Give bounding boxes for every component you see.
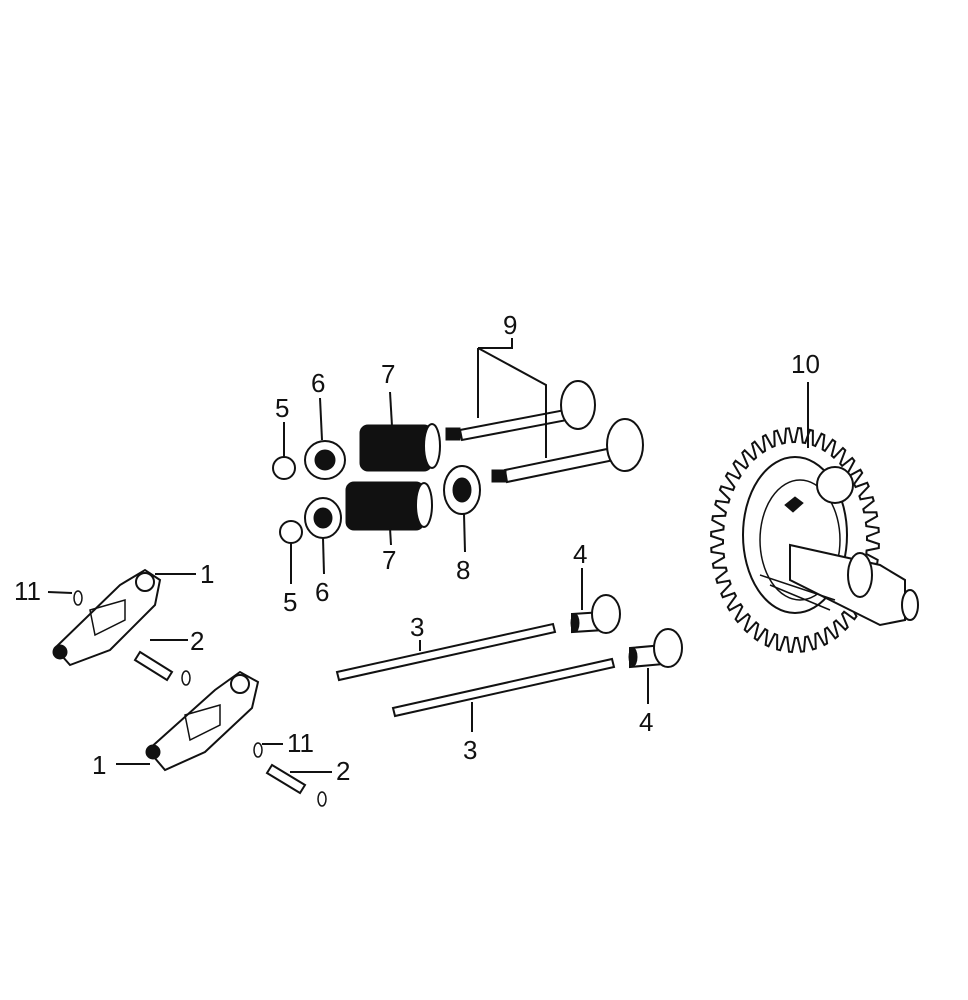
valve-cap-upper bbox=[272, 456, 296, 480]
rocker-arm-lower bbox=[145, 670, 260, 772]
valve-cap-lower bbox=[279, 520, 303, 544]
callout-2: 2 bbox=[336, 756, 350, 786]
callout-6: 6 bbox=[315, 577, 329, 607]
spring-retainer-upper bbox=[304, 440, 346, 480]
tappet-upper bbox=[570, 594, 621, 634]
callout-5: 5 bbox=[283, 587, 297, 617]
leader-lines bbox=[47, 338, 809, 773]
rocker-pivot-upper bbox=[133, 650, 174, 682]
callout-7: 7 bbox=[381, 359, 395, 389]
pushrod-lower bbox=[391, 657, 616, 718]
valve-upper bbox=[445, 380, 596, 442]
pushrod-upper bbox=[335, 622, 557, 682]
valve-stem-seal bbox=[443, 465, 481, 515]
callout-1: 1 bbox=[200, 559, 214, 589]
o-rings bbox=[73, 590, 327, 807]
callout-7: 7 bbox=[382, 545, 396, 575]
callout-10: 10 bbox=[791, 349, 820, 379]
callout-4: 4 bbox=[639, 707, 653, 737]
callout-4: 4 bbox=[573, 539, 587, 569]
spring-retainer-lower bbox=[304, 497, 342, 539]
callout-11: 11 bbox=[287, 728, 314, 758]
callout-11: 11 bbox=[14, 576, 41, 606]
callout-5: 5 bbox=[275, 393, 289, 423]
camshaft-gear bbox=[710, 427, 919, 653]
callout-6: 6 bbox=[311, 368, 325, 398]
valve-spring-lower bbox=[345, 481, 433, 531]
callout-9: 9 bbox=[503, 310, 517, 340]
valve-spring-upper bbox=[359, 423, 441, 472]
callout-labels: 1 1 2 2 3 3 4 4 5 5 6 6 7 7 8 9 10 11 11 bbox=[14, 310, 820, 786]
callout-3: 3 bbox=[463, 735, 477, 765]
tappet-lower bbox=[628, 628, 683, 669]
callout-2: 2 bbox=[190, 626, 204, 656]
rocker-arm-upper bbox=[52, 568, 162, 667]
rocker-pivot-lower bbox=[265, 763, 307, 795]
callout-1: 1 bbox=[92, 750, 106, 780]
valve-lower bbox=[491, 418, 644, 484]
callout-8: 8 bbox=[456, 555, 470, 585]
callout-3: 3 bbox=[410, 612, 424, 642]
